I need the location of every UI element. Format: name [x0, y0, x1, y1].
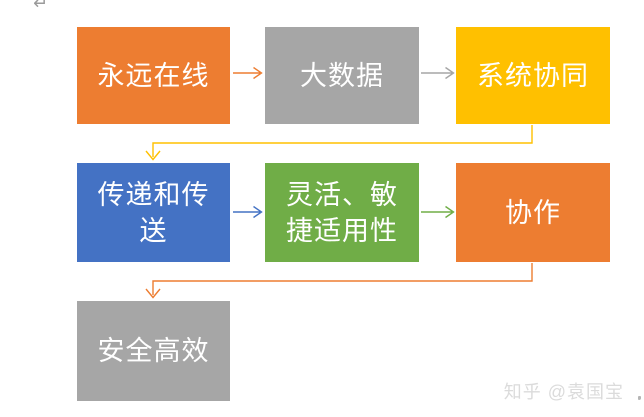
arrow-collaboration-to-safe-elbow: [145, 263, 533, 299]
flow-box-label: 协作: [505, 197, 561, 228]
arrow-flexible-to-collaboration: [421, 205, 455, 219]
paragraph-return-mark: ↵: [33, 0, 49, 14]
flow-box-big-data: 大数据: [265, 27, 419, 124]
arrow-system-collaboration-to-transfer-elbow: [145, 125, 533, 161]
flow-box-label: 灵活、敏 捷适用性: [286, 179, 398, 246]
flow-box-flexible-agile-adaptability: 灵活、敏 捷适用性: [265, 163, 419, 262]
arrow-big-data-to-system-collaboration: [421, 66, 455, 80]
flow-box-safe-and-efficient: 安全高效: [77, 301, 230, 401]
flow-box-label: 永远在线: [97, 60, 210, 91]
arrow-transfer-to-flexible: [233, 205, 263, 219]
flow-box-label: 系统协同: [477, 60, 589, 91]
flow-box-collaboration: 协作: [456, 163, 610, 262]
flow-box-transfer-and-delivery: 传递和传 送: [77, 163, 230, 262]
flow-box-system-collaboration: 系统协同: [456, 27, 610, 124]
flow-box-always-online: 永远在线: [77, 27, 230, 124]
flow-box-label: 大数据: [300, 60, 384, 91]
flow-box-label: 传递和传 送: [97, 179, 210, 246]
flow-box-label: 安全高效: [97, 336, 210, 366]
arrow-always-online-to-big-data: [233, 66, 263, 80]
watermark-speck: [638, 396, 641, 400]
zhihu-watermark: 知乎 @袁国宝: [503, 382, 624, 402]
